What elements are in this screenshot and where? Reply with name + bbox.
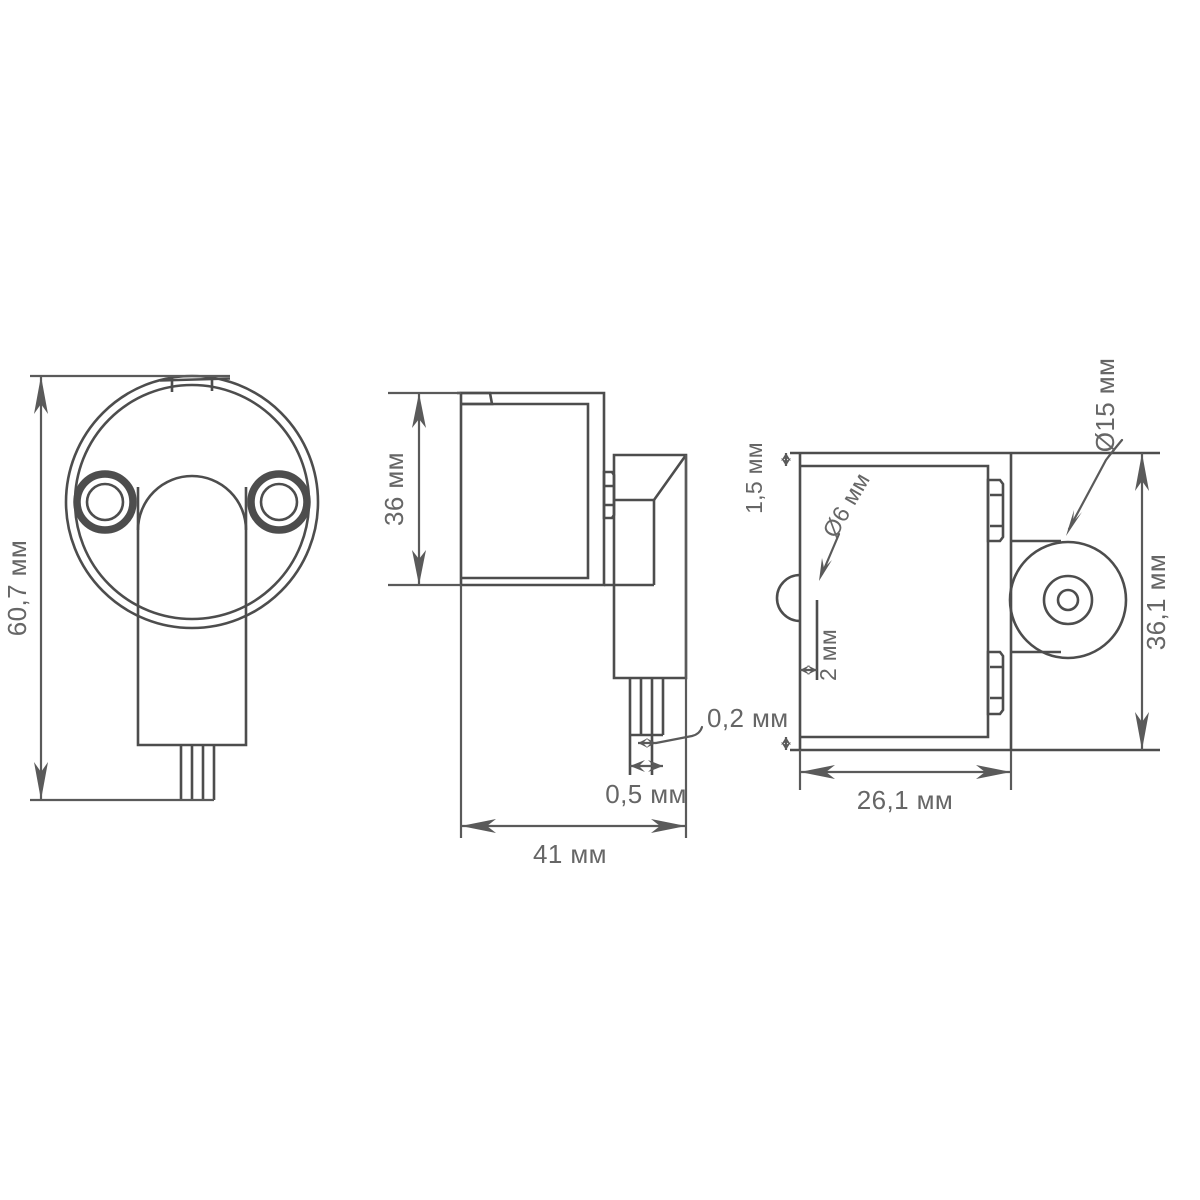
arrow-up-icon	[1135, 453, 1149, 491]
arrow-right-icon	[807, 665, 817, 675]
arrow-right-icon	[976, 765, 1011, 779]
dimension-1-5: 1,5 мм	[741, 442, 791, 514]
dimension-1-5-bottom-ticks	[781, 737, 791, 750]
dimension-2-label: 2 мм	[815, 629, 841, 681]
arrow-right-icon	[648, 760, 663, 772]
side-view-wires	[628, 678, 665, 775]
rear-view-plate-body	[800, 464, 990, 739]
dimension-0-2: 0,2 мм	[638, 703, 789, 748]
dimension-0-2-leader	[654, 725, 704, 745]
dimension-36-label: 36 мм	[379, 452, 409, 526]
dimension-60-7: 60,7 мм	[2, 376, 48, 800]
arrow-left-icon	[461, 819, 496, 833]
front-view-left-ring-outer	[73, 470, 137, 534]
front-view-dome-arc	[136, 474, 248, 531]
arrow-down-icon	[781, 458, 791, 466]
arrow-down-icon	[412, 550, 426, 585]
arrow-up-icon	[412, 393, 426, 428]
arrow-up-icon	[34, 376, 48, 414]
rear-view-disc-outer	[1008, 540, 1128, 660]
front-view: 60,7 мм	[2, 374, 320, 802]
dimension-36: 36 мм	[379, 393, 426, 585]
side-view-top-tab	[457, 391, 494, 406]
side-view-hinge-lines	[605, 484, 614, 507]
arrow-pointer-icon	[819, 558, 832, 581]
rear-view-disc-center-hole	[1056, 588, 1080, 612]
rear-view-hinge-upper	[986, 478, 1005, 543]
arrow-left-icon	[800, 765, 835, 779]
front-view-left-ring-inner	[85, 482, 125, 522]
arrow-right-icon	[651, 819, 686, 833]
dimension-26-1: 26,1 мм	[800, 765, 1011, 815]
front-view-right-ring-outer	[247, 470, 311, 534]
dimension-60-7-label: 60,7 мм	[2, 540, 32, 636]
rear-view-hinge-lower	[986, 650, 1005, 716]
dimension-36-1-label: 36,1 мм	[1141, 554, 1171, 650]
dimension-36-1: 36,1 мм	[1135, 453, 1171, 750]
arrow-down-icon	[1135, 712, 1149, 750]
arrow-right-icon	[646, 738, 656, 748]
front-view-wires	[179, 745, 216, 800]
dimension-0-5-label: 0,5 мм	[605, 779, 687, 809]
arrow-up-icon	[781, 453, 791, 461]
front-view-right-ring-inner	[259, 482, 299, 522]
dimension-d15-leader	[1067, 438, 1124, 531]
front-view-top-tab-edge	[159, 377, 231, 382]
dimension-0-2-label: 0,2 мм	[707, 703, 789, 733]
rear-view-hinge-lower-lines	[990, 665, 1003, 700]
dimension-d15-label: Ø15 мм	[1090, 358, 1120, 453]
dimension-41: 41 мм	[461, 819, 686, 869]
rear-view: 1,5 мм Ø6 мм 2 мм Ø15 мм	[741, 358, 1171, 815]
arrow-left-icon	[630, 760, 645, 772]
dimension-2: 2 мм	[800, 629, 841, 681]
rear-view-disc-middle	[1042, 574, 1094, 626]
rear-view-hinge-upper-lines	[990, 493, 1003, 528]
side-view-inner-box	[462, 402, 590, 580]
rear-view-notch-circle	[775, 573, 801, 623]
arrow-left-icon	[800, 665, 810, 675]
dimension-d15: Ø15 мм	[1066, 358, 1124, 536]
arrow-down-icon	[34, 762, 48, 800]
arrow-down-icon	[781, 742, 791, 750]
arrow-pointer-icon	[1066, 510, 1082, 536]
side-view: 36 мм 41 мм 0,5 мм 0,2 мм	[379, 391, 789, 869]
dimension-1-5-label: 1,5 мм	[741, 442, 767, 514]
dimension-26-1-label: 26,1 мм	[857, 785, 953, 815]
arrow-left-icon	[638, 738, 648, 748]
dimension-0-5: 0,5 мм	[605, 760, 687, 809]
arrow-up-icon	[781, 737, 791, 745]
dimension-41-label: 41 мм	[533, 839, 607, 869]
